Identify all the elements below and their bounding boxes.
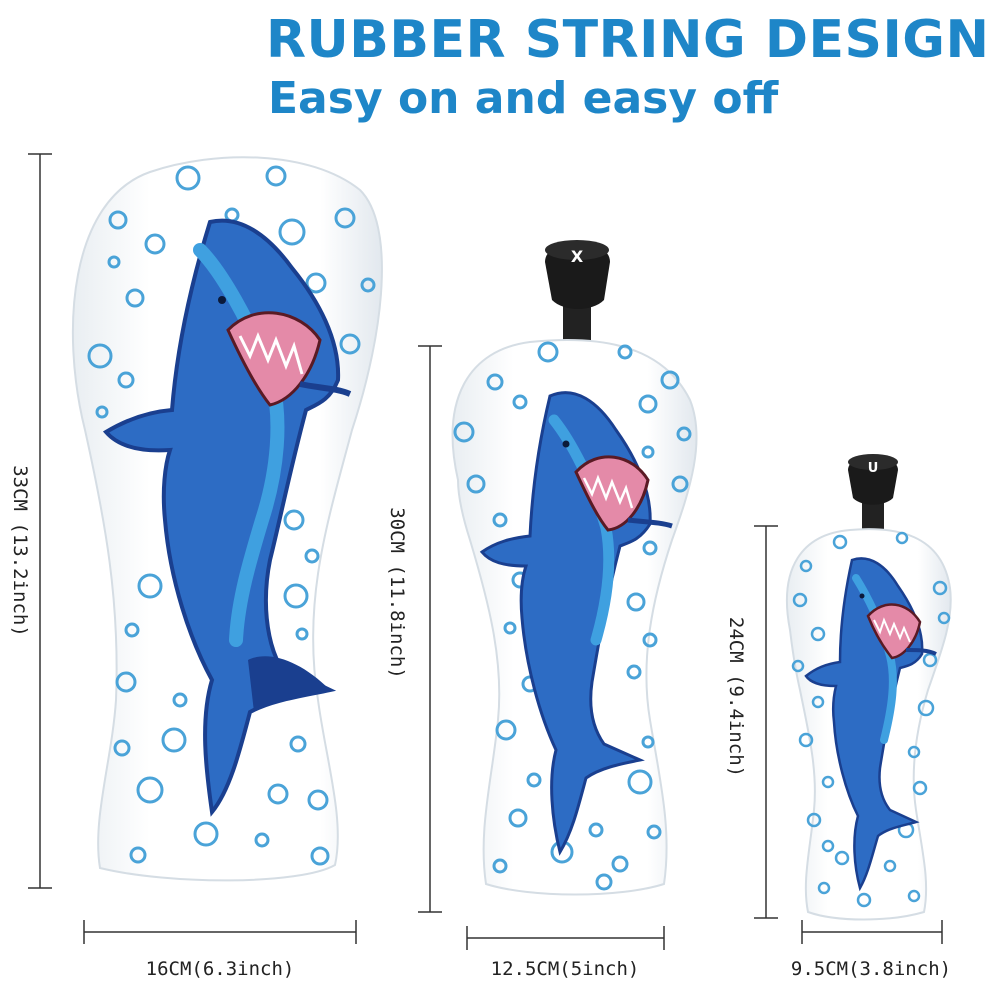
width-label-fairway: 12.5CM(5inch) <box>490 958 640 980</box>
bubble-pattern <box>453 341 692 891</box>
dimension-lines <box>28 153 943 950</box>
rubber-string-tag: X <box>545 240 610 348</box>
width-label-driver: 16CM(6.3inch) <box>145 958 295 980</box>
headcover-driver <box>71 156 383 882</box>
rubber-string-tag: U <box>848 454 898 538</box>
headcover-fairway: X <box>451 240 698 896</box>
height-label-hybrid: 24CM (9.4inch) <box>725 616 747 778</box>
shark-embroidery <box>804 557 937 892</box>
height-label-fairway: 30CM (11.8inch) <box>386 507 408 679</box>
headline-title: RUBBER STRING DESIGN <box>266 10 990 70</box>
width-label-hybrid: 9.5CM(3.8inch) <box>790 958 952 980</box>
headline-subtitle: Easy on and easy off <box>268 73 779 124</box>
tag-x-label: X <box>571 247 584 266</box>
headcover-hybrid: U <box>785 454 952 921</box>
bubble-pattern <box>791 531 951 908</box>
height-label-driver: 33CM (13.2inch) <box>9 465 31 637</box>
shark-embroidery <box>479 391 673 856</box>
tag-u-label: U <box>868 461 879 476</box>
shark-embroidery <box>102 218 352 817</box>
